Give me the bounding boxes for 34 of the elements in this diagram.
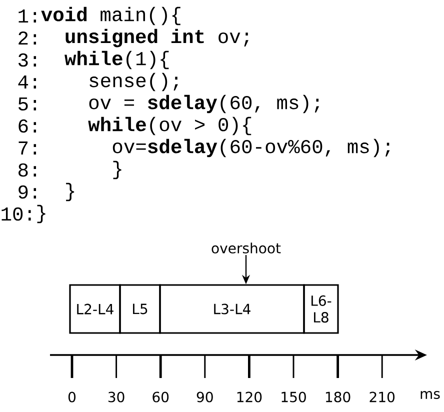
tick-label: 90 — [196, 392, 213, 402]
code-line: void main(){ — [41, 6, 180, 26]
code-line: while(ov > 0){ — [88, 116, 252, 136]
tick-label: 180 — [326, 392, 350, 402]
line-number: 3: — [18, 53, 36, 67]
code-line: ov = sdelay(60, ms); — [89, 94, 320, 114]
segment-box: L2-L4 — [69, 284, 121, 334]
code-line: } — [37, 204, 46, 224]
tick-label: 150 — [282, 392, 306, 402]
line-number: 6: — [18, 119, 36, 133]
code-line: } — [66, 182, 74, 202]
code-line: unsigned int ov; — [66, 28, 248, 48]
tick-label: 210 — [370, 392, 395, 402]
code-line: } — [113, 160, 122, 180]
annotation-text: overshoot — [212, 242, 281, 254]
segment-box: L5 — [119, 284, 161, 334]
line-number: 2: — [18, 31, 36, 45]
line-number: 10: — [2, 207, 31, 221]
tick-label: 60 — [152, 392, 169, 402]
tick-label: 120 — [237, 392, 262, 402]
line-number: 7: — [18, 142, 36, 154]
tick-label: 0 — [68, 392, 76, 402]
tick-label: 30 — [108, 392, 124, 402]
segment-box: L6-L8 — [303, 284, 339, 334]
line-number: 4: — [18, 76, 36, 88]
line-number: 5: — [18, 97, 36, 111]
code-line: ov=sdelay(60-ov%60, ms); — [112, 138, 390, 158]
code-line: sense(); — [90, 72, 178, 92]
unit-label: ms — [420, 390, 440, 400]
line-number: 8: — [18, 163, 36, 177]
segment-box: L3-L4 — [159, 284, 305, 334]
line-number: 9: — [18, 185, 36, 199]
code-line: while(1){ — [64, 50, 169, 70]
line-number: 1: — [18, 10, 36, 22]
